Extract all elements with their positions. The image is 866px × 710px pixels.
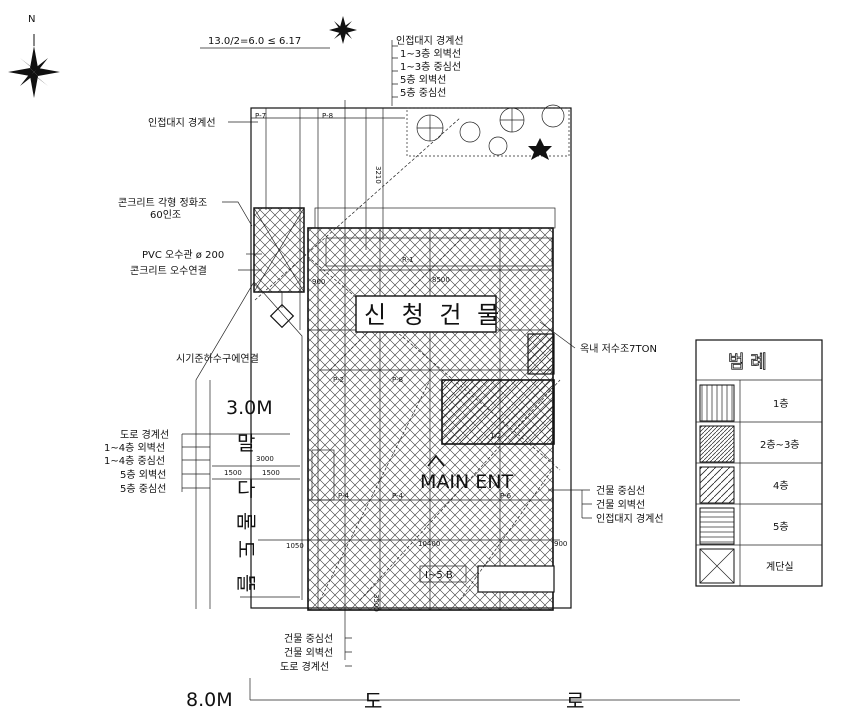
bottom-label-2: 도로 경계선: [280, 660, 329, 673]
unit-box: [477, 565, 555, 593]
fourth-floor-block: [441, 379, 555, 445]
left-lower-2: 1~4층 중심선: [104, 455, 165, 467]
left-road-char-4: 뜰: [234, 574, 258, 592]
left-road-char-1: 다: [237, 477, 255, 501]
pvc-pipe-label: PVC 오수관 ø 200: [142, 249, 224, 261]
unit-label: I~5 B: [425, 570, 453, 581]
top-label-1: 1~3층 외벽선: [400, 48, 461, 60]
pillar-p4-b: P-4: [392, 492, 404, 500]
main-entrance-label: MAIN ENT: [420, 471, 513, 493]
top-label-0: 인접대지 경계선: [396, 34, 464, 47]
left-road-char-3: 도: [234, 540, 258, 558]
pillar-p4-a: P-4: [338, 492, 350, 500]
bottom-label-1: 건물 외벽선: [284, 647, 333, 659]
right-label-2: 인접대지 경계선: [596, 512, 664, 525]
bottom-road-char-1: 로: [566, 689, 584, 710]
right-label-1: 건물 외벽선: [596, 499, 645, 511]
dim-3500: 3500: [372, 594, 380, 612]
septic-capacity-label: 60인조: [150, 209, 181, 221]
room-r1: R-1: [402, 256, 414, 264]
bottom-road-width: 8.0M: [186, 689, 233, 710]
legend: 범 례 1층 2층~3층 4층 5층 계단실: [695, 339, 823, 587]
dim-1050: 1050: [286, 542, 304, 550]
legend-label-stair: 계단실: [766, 561, 794, 573]
compass-icon: [8, 34, 60, 98]
pillar-p6: P-6: [500, 492, 512, 500]
legend-label-floor4: 4층: [773, 480, 789, 492]
top-label-3: 5층 외벽선: [400, 74, 446, 86]
legend-swatch-floor5: [699, 507, 735, 545]
entrance-arrow-icon: [427, 454, 445, 467]
left-lower-labels: 도로 경계선 1~4층 외벽선 1~4층 중심선 5층 외벽선 5층 중심선: [104, 428, 290, 495]
pillar-p7: P-7: [255, 112, 266, 120]
bottom-label-0: 건물 중심선: [284, 633, 333, 645]
bottom-road-char-0: 도: [364, 689, 382, 710]
septic-tank-label: 콘크리트 각형 정화조: [118, 197, 207, 209]
left-lower-3: 5층 외벽선: [120, 469, 166, 481]
pillar-p2: P-2: [333, 376, 344, 384]
legend-swatch-floor4: [699, 466, 735, 504]
roof-tank-label: 옥내 저수조7TON: [580, 343, 657, 355]
legend-title: 범 례: [728, 352, 767, 373]
left-road-char-0: 말: [237, 431, 255, 455]
top-label-2: 1~3층 중심선: [400, 61, 461, 73]
dim-1500-a: 1500: [224, 469, 242, 477]
left-boundary-label: 인접대지 경계선: [148, 116, 216, 129]
legend-label-floor2-3: 2층~3층: [760, 439, 800, 451]
left-lower-4: 5층 중심선: [120, 483, 166, 495]
left-lower-1: 1~4층 외벽선: [104, 442, 165, 454]
concrete-connection-label: 콘크리트 오수연결: [130, 265, 207, 277]
dim-3000: 3000: [256, 455, 274, 463]
building-title-box: 신 청 건 물: [355, 295, 503, 333]
left-road-width: 3.0M: [226, 397, 273, 419]
dim-3210: 3210: [374, 166, 382, 184]
legend-swatch-floor2-3: [699, 425, 735, 463]
manhole-label: 시기준하수구에연결: [176, 352, 259, 365]
pillar-p8: P-8: [392, 376, 403, 384]
landscaping: [406, 104, 570, 160]
dim-1500-b: 1500: [262, 469, 280, 477]
manhole: [269, 303, 295, 329]
pillar-p8-top: P-8: [322, 112, 333, 120]
building-title: 신 청 건 물: [364, 301, 503, 329]
legend-swatch-floor1: [699, 384, 735, 422]
dim-10400: 10400: [418, 540, 440, 548]
dim-8500: 8500: [432, 276, 450, 284]
top-right-labels: 인접대지 경계선 1~3층 외벽선 1~3층 중심선 5층 외벽선 5층 중심선: [391, 34, 464, 106]
left-road-char-2: 롬: [234, 512, 258, 530]
legend-label-floor5: 5층: [773, 521, 789, 533]
dim-900-b: 900: [554, 540, 567, 548]
top-label-4: 5층 중심선: [400, 87, 446, 99]
left-lower-0: 도로 경계선: [120, 428, 169, 441]
setback-formula: 13.0/2=6.0 ≤ 6.17: [208, 36, 301, 47]
legend-label-floor1: 1층: [773, 398, 789, 410]
north-label: N: [28, 14, 35, 25]
right-side-labels: 건물 중심선 건물 외벽선 인접대지 경계선: [548, 485, 664, 525]
bottom-labels: 건물 중심선 건물 외벽선 도로 경계선: [280, 633, 352, 673]
right-label-0: 건물 중심선: [596, 485, 645, 497]
north-star-icon: [329, 16, 357, 44]
dim-900-a: 900: [312, 278, 325, 286]
roof-water-tank: [527, 333, 555, 375]
room-half: 1/2: [490, 432, 501, 440]
